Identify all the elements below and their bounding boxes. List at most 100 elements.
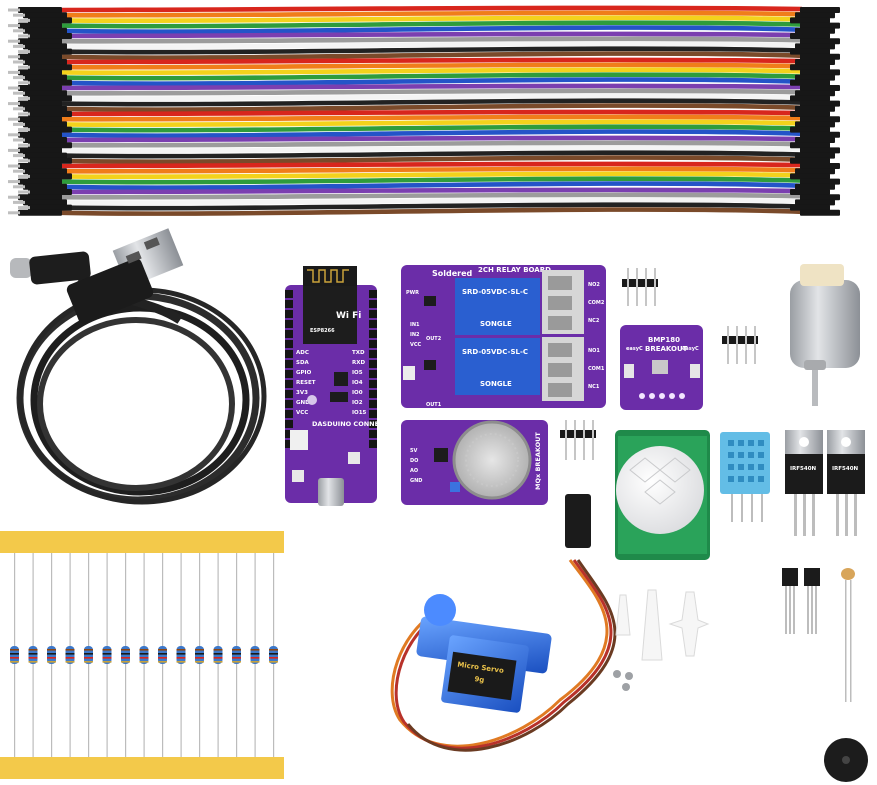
- dasduino-header-left: [285, 290, 293, 448]
- jumper-connector: [18, 69, 62, 76]
- header-pin: [285, 440, 293, 448]
- jumper-connector: [23, 74, 67, 81]
- jumper-connector: [23, 183, 67, 190]
- resistor-band: [269, 649, 278, 651]
- jumper-wire: [61, 135, 803, 143]
- mq-title: MQx BREAKOUT: [534, 432, 542, 490]
- header-pin: [369, 350, 377, 358]
- terminal-label: NC2: [588, 318, 600, 324]
- resistor-band: [158, 649, 167, 651]
- header-pin: [369, 390, 377, 398]
- relay-pin: OUT2: [426, 336, 442, 342]
- resistor-band: [195, 653, 204, 655]
- resistor-band: [102, 649, 112, 651]
- jumper-connector: [795, 27, 835, 34]
- resistor-band: [102, 657, 112, 659]
- jumper-pin: [8, 70, 20, 74]
- jumper-wire: [61, 67, 803, 76]
- jumper-connector: [28, 64, 72, 71]
- jumper-connector: [800, 100, 840, 107]
- jumper-wire: [61, 93, 803, 102]
- jumper-connector: [800, 85, 840, 91]
- header-pin: [369, 360, 377, 368]
- jumper-pin: [13, 76, 25, 80]
- jumper-connector: [795, 74, 835, 81]
- jumper-connector: [790, 157, 830, 164]
- jumper-wire: [61, 41, 803, 50]
- jumper-wire: [61, 98, 803, 107]
- resistor-band: [232, 653, 241, 655]
- resistor-band: [250, 653, 260, 655]
- jumper-pin: [18, 18, 30, 22]
- jumper-connector: [28, 111, 72, 117]
- jumper-connector: [800, 116, 840, 123]
- jumper-connector: [18, 85, 62, 91]
- jumper-connector: [790, 33, 830, 39]
- jumper-connector: [28, 189, 72, 195]
- jumper-wire: [61, 161, 803, 169]
- jumper-wire: [61, 171, 803, 180]
- easyc-label: easyC: [682, 346, 699, 352]
- header-pin: [369, 340, 377, 348]
- jumper-connector: [800, 209, 840, 216]
- header-pin: [285, 420, 293, 428]
- resistor-band: [28, 649, 38, 651]
- jumper-wire: [61, 187, 803, 195]
- jumper-connector: [795, 183, 835, 190]
- resistor-band: [65, 653, 75, 655]
- jumper-wire: [61, 31, 803, 39]
- mq-breakout: MQx BREAKOUT 5V DO AO GND: [401, 420, 548, 505]
- jumper-connector: [790, 142, 830, 149]
- dht11-sensor: [720, 432, 770, 522]
- header-pin: [285, 380, 293, 388]
- resistor-band: [195, 661, 204, 663]
- usb-a-plug: [66, 228, 184, 324]
- relay-1: SRD-05VDC-SL-C SONGLE: [455, 278, 540, 335]
- jumper-wire: [61, 166, 803, 174]
- photoresistor: [841, 568, 855, 702]
- jumper-wire: [61, 124, 803, 133]
- jumper-connector: [795, 168, 835, 175]
- screws: [613, 670, 633, 691]
- piezo-buzzer: [824, 738, 868, 782]
- relay-brand-songle: SONGLE: [480, 320, 512, 328]
- jumper-wire: [61, 192, 803, 200]
- jumper-connector: [23, 152, 67, 159]
- pin-label: ADC: [296, 350, 309, 356]
- jumper-connector: [795, 105, 835, 112]
- resistor-band: [139, 653, 149, 655]
- wifi-module: Wi Fi ESP8266: [303, 266, 361, 344]
- jumper-pin: [8, 102, 20, 106]
- bmp180-breakout: BMP180 BREAKOUT easyC easyC: [620, 325, 703, 410]
- relay-pin-labels: IN1 IN2 VCC PWR OUT1 OUT2: [406, 290, 442, 408]
- mosfet-2: IRF540N: [827, 430, 865, 536]
- resistor-band: [121, 657, 130, 659]
- header-pin: [369, 290, 377, 298]
- jumper-connector: [23, 199, 67, 206]
- jumper-pin: [8, 24, 20, 28]
- jumper-pin: [8, 164, 20, 168]
- jumper-pin: [18, 128, 30, 132]
- jumper-connector: [23, 105, 67, 112]
- pin-label: IO2: [352, 400, 363, 406]
- jumper-wire: [61, 103, 803, 112]
- jumper-pin: [18, 50, 30, 54]
- jumper-pin: [13, 44, 25, 48]
- jumper-connector: [795, 137, 835, 143]
- jumper-connector: [795, 59, 835, 65]
- easyc-label: easyC: [626, 346, 643, 352]
- terminal-label: COM1: [588, 366, 605, 372]
- jumper-connector: [800, 38, 840, 45]
- relay-pin: IN2: [410, 332, 420, 338]
- dasduino-connect-board: Wi Fi ESP8266 ADC SDA GPIO RESET 3V3 GND…: [285, 266, 389, 506]
- resistor-band: [84, 649, 93, 651]
- jumper-connector: [18, 194, 62, 201]
- resistor-band: [232, 657, 241, 659]
- jumper-connector: [800, 22, 840, 29]
- jumper-wire: [61, 57, 803, 65]
- jumper-wire: [61, 77, 803, 86]
- resistor-band: [121, 649, 130, 651]
- jumper-pin: [13, 122, 25, 126]
- terminal-label: NO2: [588, 282, 600, 288]
- header-pin: [369, 300, 377, 308]
